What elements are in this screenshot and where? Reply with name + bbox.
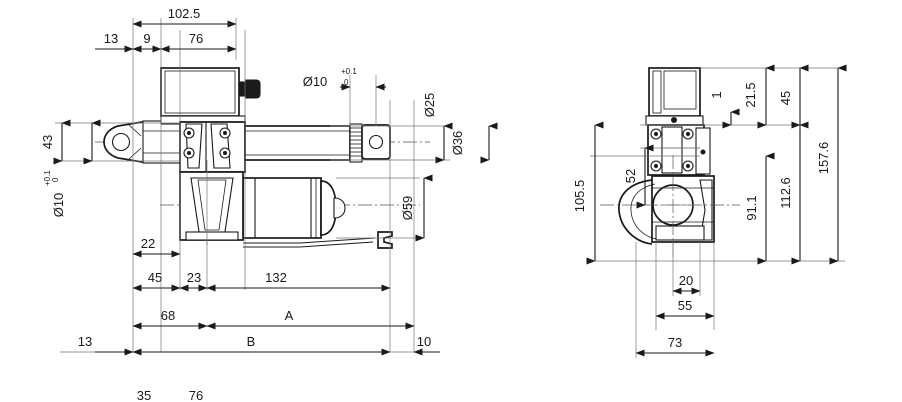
dimlabel-A: A [285,308,294,323]
dimlabel-dia36: Ø36 [450,131,465,156]
dimlabel-35-clipped: 35 [137,388,151,402]
motor-box-inner [164,70,236,114]
dimlabel-s1: 1 [709,91,724,98]
dimlabel-132: 132 [265,270,287,285]
dimlabel-102-5: 102.5 [168,6,201,21]
side-screw-dot-1 [654,132,658,136]
dimlabel-dia25: Ø25 [422,93,437,118]
dimlabel-s112-6: 112.6 [778,177,793,209]
dimlabel-B: B [247,334,256,349]
side-clamp-arc [618,179,653,245]
dimlabel-10: 10 [417,334,431,349]
dimlabel-43: 43 [40,135,55,149]
side-view-dimensions: 1 21.5 45 91.1 112.6 157.6 105.5 52 20 5… [572,64,847,358]
side-motor-inner [663,70,697,110]
front-view-geometry [95,67,430,249]
clevis-bore [111,132,131,152]
connector-plug [245,79,261,99]
screw-dot-1 [187,131,191,135]
dimlabel-s52: 52 [623,169,638,183]
cable [243,237,376,244]
dimlabel-22: 22 [141,236,155,251]
screw-dot-4 [223,151,227,155]
cable-2 [243,241,374,248]
dimlabel-s20: 20 [679,273,693,288]
dimlabel-76-clipped: 76 [189,388,203,402]
front-view-dimensions: 102.5 13 9 76 Ø10 +0.1 0 43 Ø10 +0.1 0 Ø… [40,6,498,402]
side-screw-dot-2 [686,132,690,136]
rear-housing [142,120,182,164]
dimlabel-76-top: 76 [189,31,203,46]
rod-eye-bore [368,134,384,150]
cable-terminal [377,231,393,249]
dimlabel-dia10-left-tol-lower: 0 [51,177,60,182]
dimlabel-dia10-note: Ø10 [303,74,328,89]
dimlabel-dia10-left-tol-upper: +0.1 [43,170,52,186]
dimlabel-45: 45 [148,270,162,285]
dimlabel-s73: 73 [668,335,682,350]
dimlabel-s157-6: 157.6 [816,142,831,175]
cone-inner [197,179,227,231]
screw-dot-3 [223,131,227,135]
clevis-hatch [127,123,142,161]
side-motor-rib [652,70,662,114]
dimlabel-13-bottom: 13 [78,334,92,349]
screw-dot-2 [187,151,191,155]
knurl-hatching [350,127,362,157]
cone-base [185,231,239,241]
dimlabel-13-top: 13 [104,31,118,46]
motor-box [160,67,240,117]
side-flange-boss [671,117,677,123]
side-view-geometry [600,67,740,260]
dimlabel-dia10-note-tol-lower: 0 [344,78,349,87]
dimlabel-23: 23 [187,270,201,285]
dimlabel-s55: 55 [678,298,692,313]
cone-outer [190,177,234,233]
side-tube-dot [700,149,706,155]
dimlabel-s45: 45 [778,91,793,105]
dimlabel-s105-5: 105.5 [572,180,587,213]
side-base-plate [655,225,705,241]
side-screw-dot-4 [686,164,690,168]
dimlabel-9: 9 [143,31,150,46]
dimlabel-dia10-left: Ø10 [51,193,66,218]
side-cone [699,179,713,241]
dimlabel-dia10-note-tol-upper: +0.1 [341,67,357,76]
barrel-boss [333,197,346,219]
dimlabel-s21-5: 21.5 [743,82,758,107]
side-screw-dot-3 [654,164,658,168]
side-motor-box [648,67,701,117]
side-gearbox-center [661,126,683,174]
dimlabel-dia59: Ø59 [400,196,415,221]
dimlabel-s91-1: 91.1 [744,195,759,220]
actuator-tube [244,125,351,161]
dimlabel-68: 68 [161,308,175,323]
